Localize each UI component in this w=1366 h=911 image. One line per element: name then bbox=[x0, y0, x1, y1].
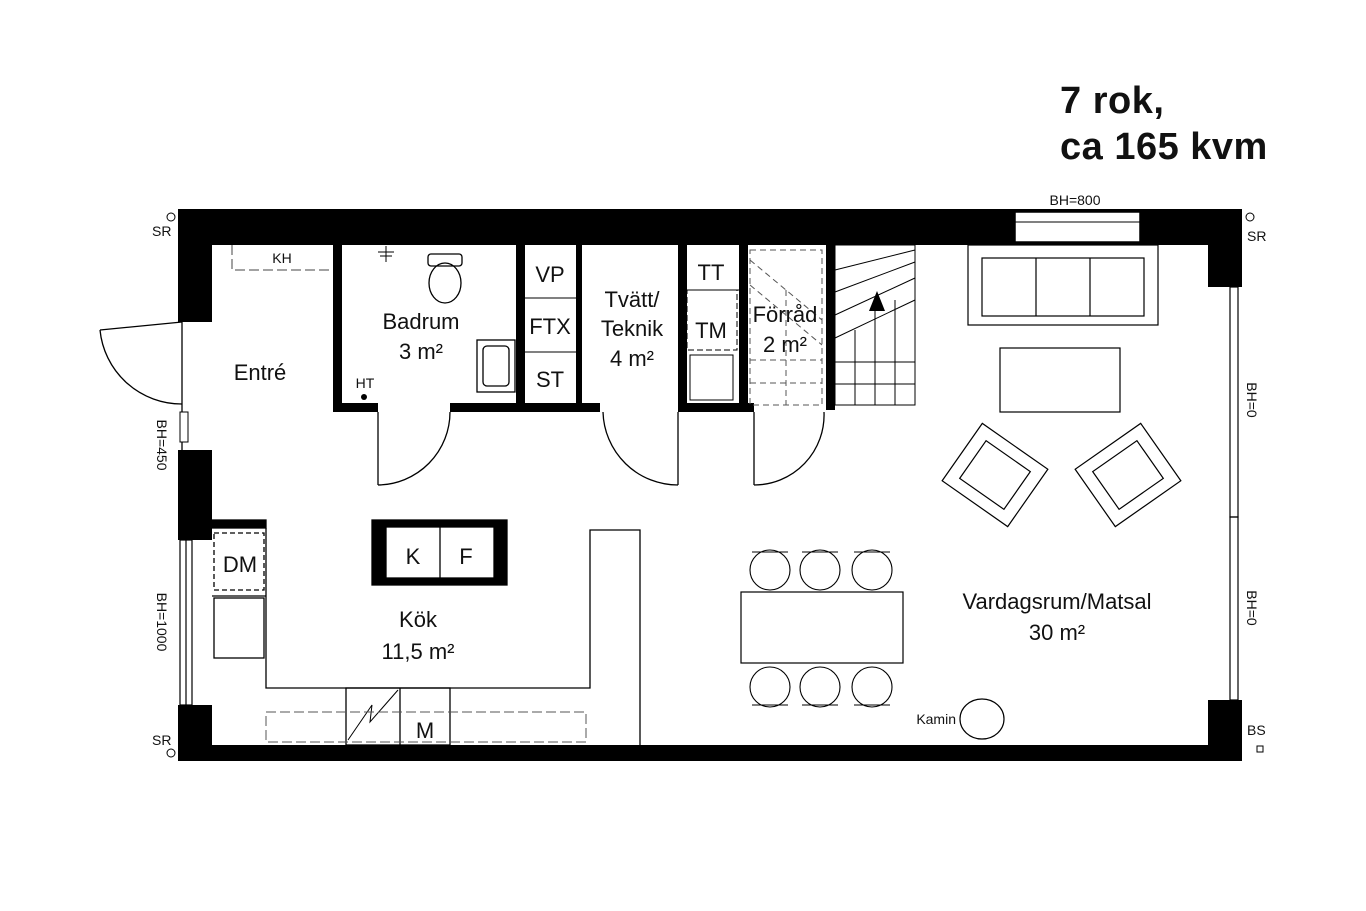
label-kh: KH bbox=[272, 250, 291, 266]
coffee-table bbox=[999, 347, 1121, 413]
bh-window-top: BH=800 bbox=[1050, 192, 1101, 208]
storage-door bbox=[753, 411, 825, 486]
label-kamin: Kamin bbox=[916, 711, 956, 727]
label-tm: TM bbox=[695, 318, 727, 343]
bathroom-sink bbox=[476, 339, 516, 393]
shower-icon bbox=[378, 246, 394, 262]
window-left bbox=[179, 539, 193, 706]
corner-markers bbox=[166, 212, 1264, 758]
plan-title-rooms: 7 rok, bbox=[1060, 80, 1165, 122]
bs-bottom-right: BS bbox=[1247, 722, 1266, 738]
fireplace bbox=[959, 698, 1005, 740]
area-tvatt: 4 m² bbox=[610, 346, 654, 371]
area-forrad: 2 m² bbox=[763, 332, 807, 357]
bathroom-door bbox=[377, 411, 451, 486]
label-vardagsrum: Vardagsrum/Matsal bbox=[962, 589, 1151, 614]
window-top bbox=[1014, 211, 1141, 243]
area-kok: 11,5 m² bbox=[382, 639, 455, 664]
kitchen-counters bbox=[211, 519, 641, 746]
dining-table bbox=[740, 591, 904, 664]
armchair-right bbox=[1074, 422, 1182, 528]
stair-direction-icon bbox=[869, 291, 885, 311]
bh-window-right-upper: BH=0 bbox=[1244, 382, 1260, 418]
label-badrum: Badrum bbox=[382, 309, 459, 334]
sr-bottom-left: SR bbox=[152, 732, 171, 748]
technical-units bbox=[525, 289, 739, 401]
stair-below-dashed bbox=[749, 249, 823, 406]
toilet bbox=[427, 253, 463, 304]
label-tt: TT bbox=[698, 260, 725, 285]
plan-title-area: ca 165 kvm bbox=[1060, 126, 1268, 168]
dining-chairs bbox=[749, 549, 893, 708]
laundry-door bbox=[602, 411, 679, 486]
label-m: M bbox=[416, 718, 434, 743]
armchair-left bbox=[941, 422, 1049, 528]
label-entre: Entré bbox=[234, 360, 287, 385]
label-k: K bbox=[406, 544, 421, 569]
drain-icon bbox=[361, 394, 367, 400]
bh-window-right-lower: BH=0 bbox=[1244, 590, 1260, 626]
label-teknik: Teknik bbox=[601, 316, 664, 341]
label-tvatt: Tvätt/ bbox=[604, 287, 660, 312]
window-right bbox=[1229, 286, 1239, 701]
sr-top-right: SR bbox=[1247, 228, 1266, 244]
label-forrad: Förråd bbox=[753, 302, 818, 327]
label-vp: VP bbox=[535, 262, 564, 287]
sofa bbox=[967, 244, 1159, 326]
interior-walls bbox=[333, 245, 835, 412]
label-ht: HT bbox=[356, 375, 375, 391]
upper-cabinets bbox=[265, 711, 587, 743]
label-ftx: FTX bbox=[529, 314, 571, 339]
fridge-freezer bbox=[371, 519, 508, 586]
coat-rack bbox=[231, 245, 333, 271]
area-badrum: 3 m² bbox=[399, 339, 443, 364]
area-vardagsrum: 30 m² bbox=[1029, 620, 1085, 645]
label-dm: DM bbox=[223, 552, 257, 577]
sr-top-left: SR bbox=[152, 223, 171, 239]
label-st: ST bbox=[536, 367, 564, 392]
label-kok: Kök bbox=[399, 607, 438, 632]
bh-window-left-upper: BH=450 bbox=[154, 420, 170, 471]
label-f: F bbox=[459, 544, 472, 569]
bh-window-left-lower: BH=1000 bbox=[154, 593, 170, 652]
staircase bbox=[834, 244, 916, 406]
